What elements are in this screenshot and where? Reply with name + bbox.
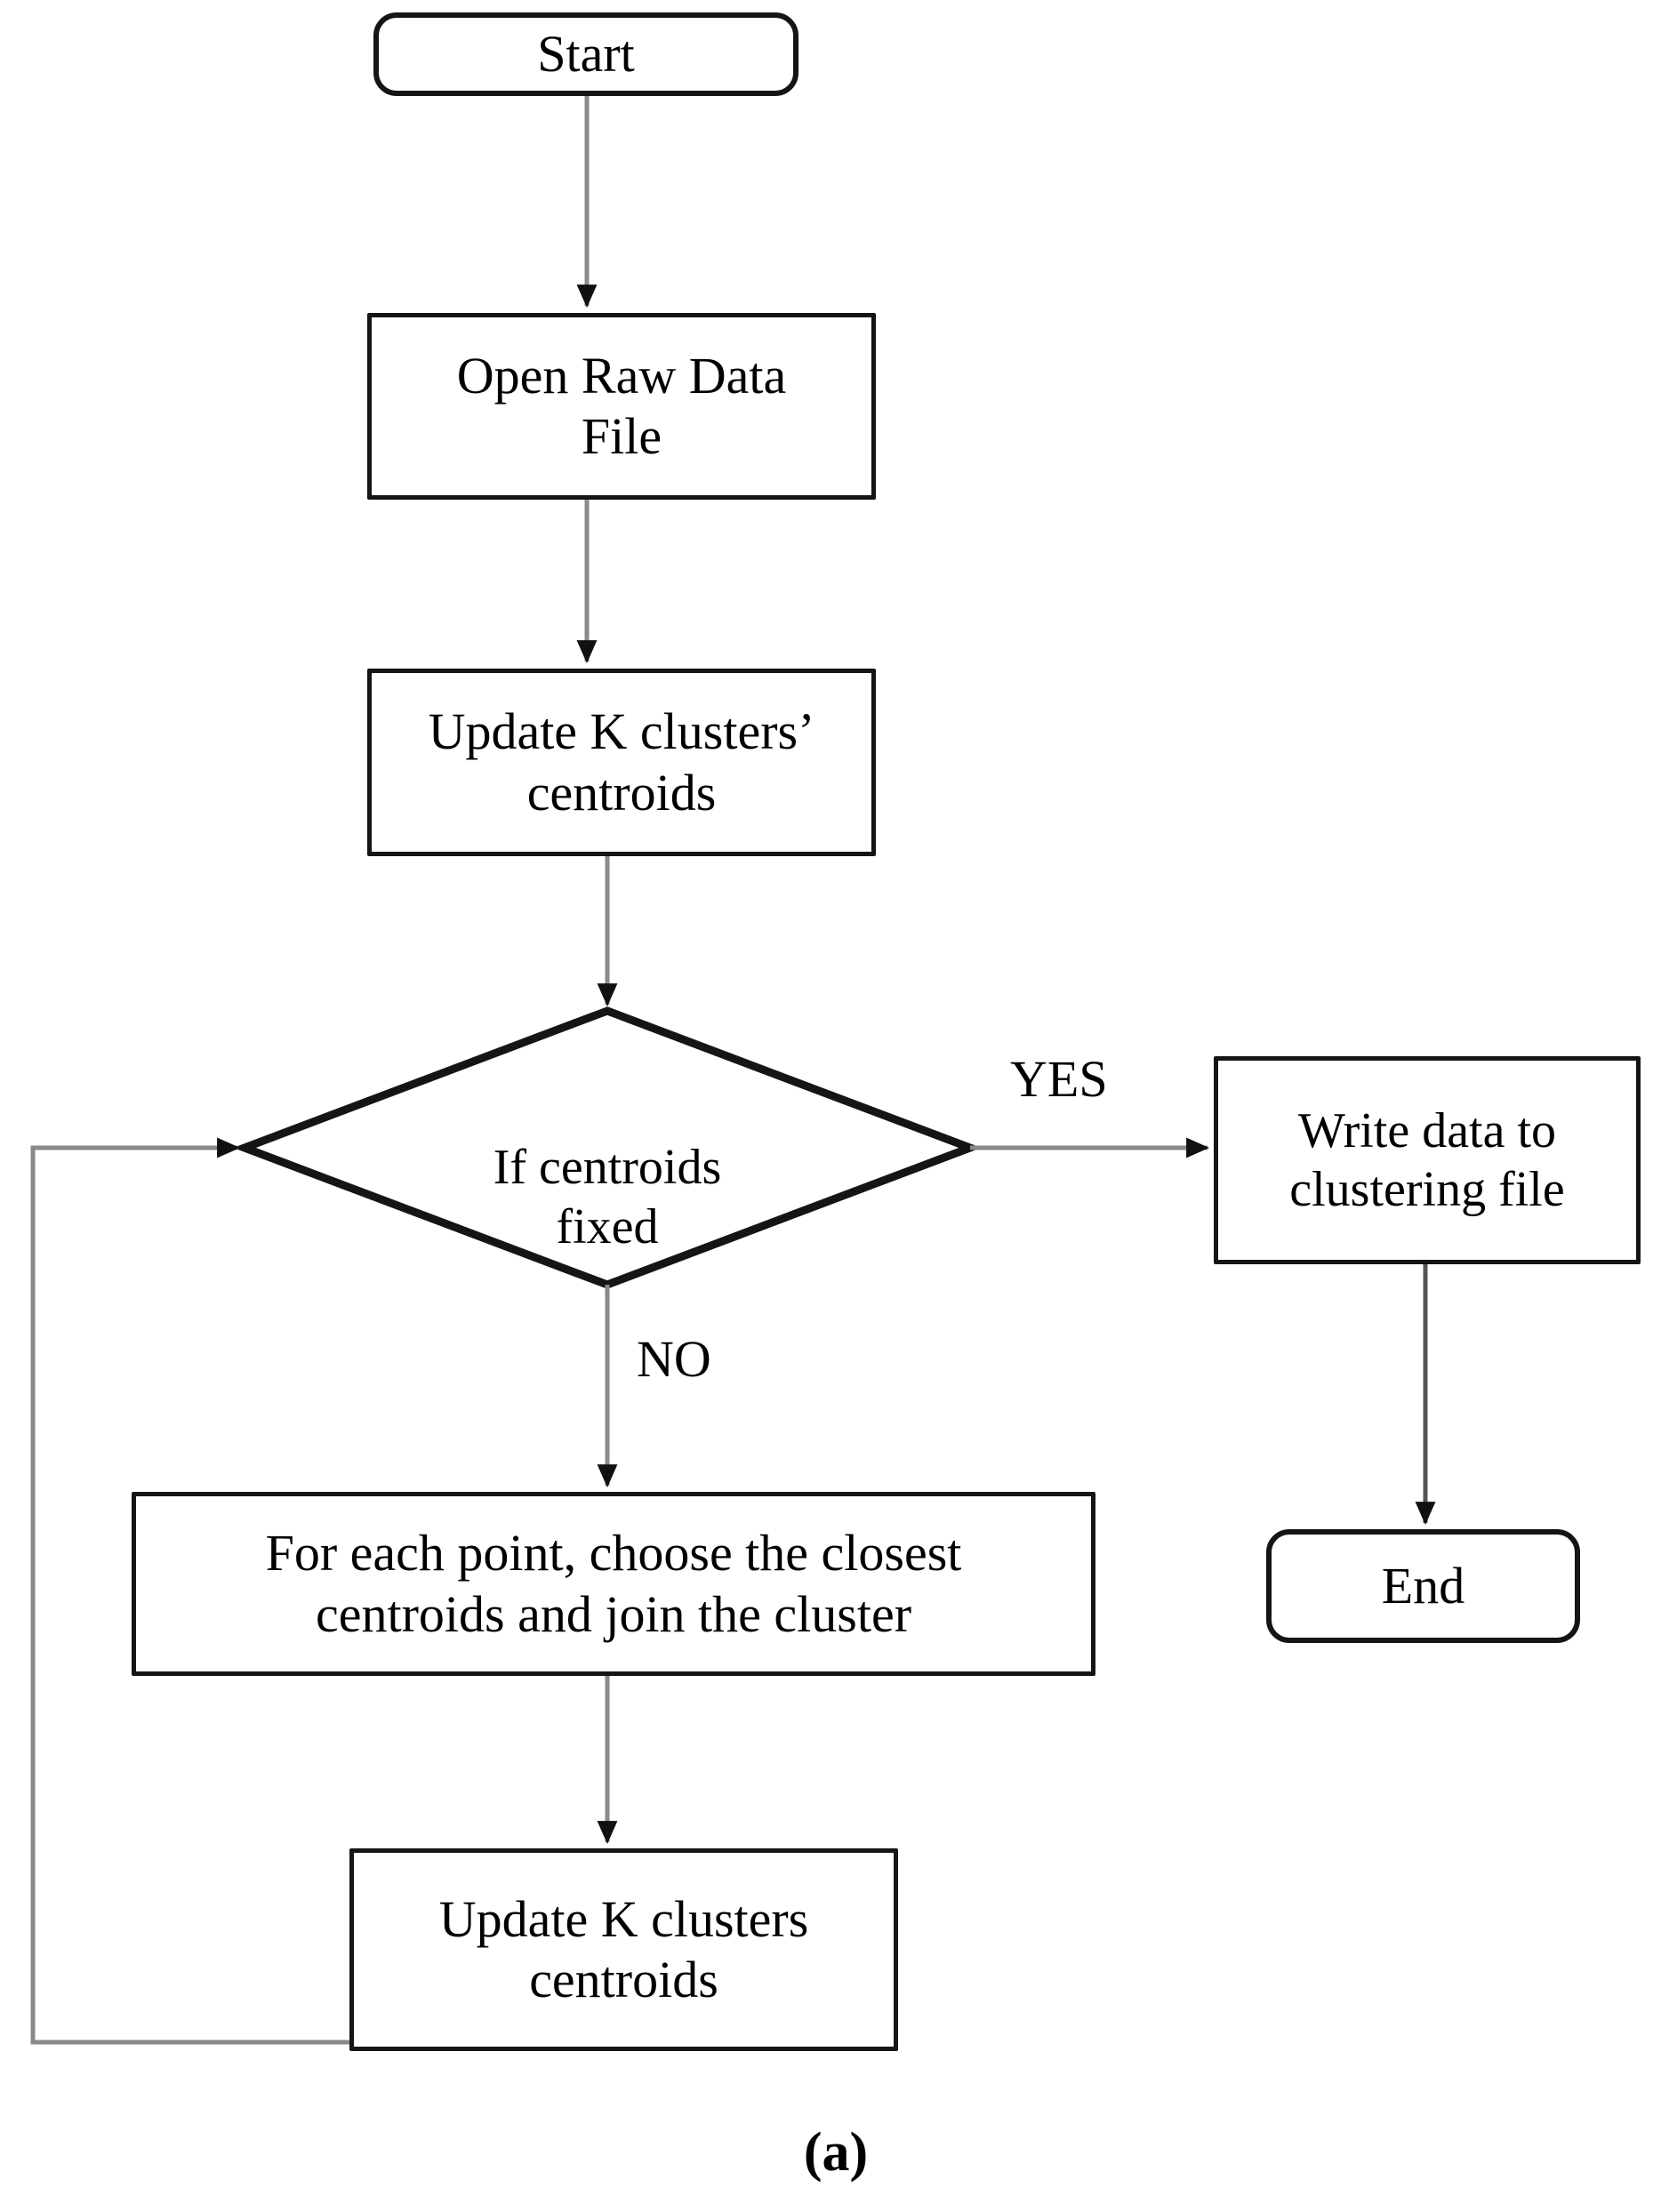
edge-label-no-text: NO [637, 1330, 711, 1388]
node-open-raw-data-file[interactable]: Open Raw Data File [367, 313, 876, 500]
edge-label-no: NO [637, 1334, 711, 1385]
node-decision-if-centroids-fixed[interactable]: If centroids fixed [394, 1078, 821, 1258]
node-end-label: End [1381, 1556, 1465, 1615]
edge-label-yes-text: YES [1010, 1050, 1108, 1108]
node-start-label: Start [537, 24, 635, 83]
node-update-k-clusters-centroids-bottom[interactable]: Update K clusters centroids [349, 1848, 898, 2051]
node-update-k-clusters-centroids-top-label: Update K clusters’ centroids [428, 702, 815, 821]
node-assign-points-to-closest-centroid[interactable]: For each point, choose the closest centr… [132, 1492, 1095, 1676]
node-update-k-clusters-centroids-top[interactable]: Update K clusters’ centroids [367, 669, 876, 856]
node-assign-points-to-closest-centroid-label: For each point, choose the closest centr… [265, 1524, 962, 1643]
node-open-raw-data-file-label: Open Raw Data File [456, 346, 787, 465]
node-decision-label: If centroids fixed [493, 1140, 722, 1255]
edge-label-yes: YES [1010, 1054, 1108, 1105]
node-update-k-clusters-centroids-bottom-label: Update K clusters centroids [438, 1889, 809, 2008]
node-start[interactable]: Start [373, 12, 798, 96]
node-write-data-to-clustering-file-label: Write data to clustering file [1289, 1102, 1565, 1217]
node-end[interactable]: End [1266, 1529, 1580, 1643]
figure-caption: (a) [747, 2121, 925, 2184]
node-write-data-to-clustering-file[interactable]: Write data to clustering file [1214, 1056, 1641, 1264]
figure-caption-text: (a) [803, 2122, 869, 2183]
